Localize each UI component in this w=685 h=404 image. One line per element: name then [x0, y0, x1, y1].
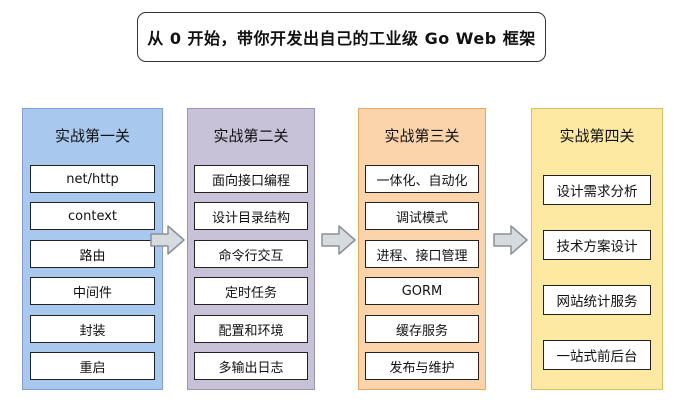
stage-3-item: 调试模式 — [365, 202, 479, 230]
stage-2-item: 命令行交互 — [194, 240, 308, 268]
stage-4-item: 一站式前后台 — [543, 340, 651, 370]
stage-1-item: 路由 — [30, 240, 155, 268]
stage-1-item: 封装 — [30, 315, 155, 343]
stage-1-heading: 实战第一关 — [54, 127, 130, 145]
stage-1-panel: 实战第一关 net/http context 路由 中间件 封装 重启 — [22, 108, 163, 390]
stage-4-item: 设计需求分析 — [543, 175, 651, 205]
stage-1-item: 重启 — [30, 352, 155, 380]
stage-2-item: 设计目录结构 — [194, 202, 308, 230]
stage-3-panel: 实战第三关 一体化、自动化 调试模式 进程、接口管理 GORM 缓存服务 发布与… — [358, 108, 486, 390]
stage-2-item: 面向接口编程 — [194, 165, 308, 193]
stage-2-item: 定时任务 — [194, 277, 308, 305]
diagram-title: 从 0 开始，带你开发出自己的工业级 Go Web 框架 — [137, 12, 546, 62]
stage-3-item: GORM — [365, 277, 479, 305]
stage-3-item: 发布与维护 — [365, 352, 479, 380]
arrow-right-icon — [150, 225, 185, 255]
stage-2-item: 配置和环境 — [194, 315, 308, 343]
stage-2-heading: 实战第二关 — [213, 127, 289, 145]
arrow-right-icon — [321, 225, 356, 255]
stage-3-item: 一体化、自动化 — [365, 165, 479, 193]
arrow-right-icon — [493, 225, 528, 255]
stage-3-item: 进程、接口管理 — [365, 240, 479, 268]
stage-3-item: 缓存服务 — [365, 315, 479, 343]
stage-4-item: 技术方案设计 — [543, 230, 651, 260]
stage-3-heading: 实战第三关 — [384, 127, 460, 145]
stage-4-panel: 实战第四关 设计需求分析 技术方案设计 网站统计服务 一站式前后台 — [531, 108, 663, 390]
stage-2-item: 多输出日志 — [194, 352, 308, 380]
stage-1-item: net/http — [30, 165, 155, 193]
stage-2-panel: 实战第二关 面向接口编程 设计目录结构 命令行交互 定时任务 配置和环境 多输出… — [187, 108, 315, 390]
stage-1-item: context — [30, 202, 155, 230]
stage-4-heading: 实战第四关 — [559, 127, 635, 145]
stage-1-item: 中间件 — [30, 277, 155, 305]
stage-4-item: 网站统计服务 — [543, 285, 651, 315]
